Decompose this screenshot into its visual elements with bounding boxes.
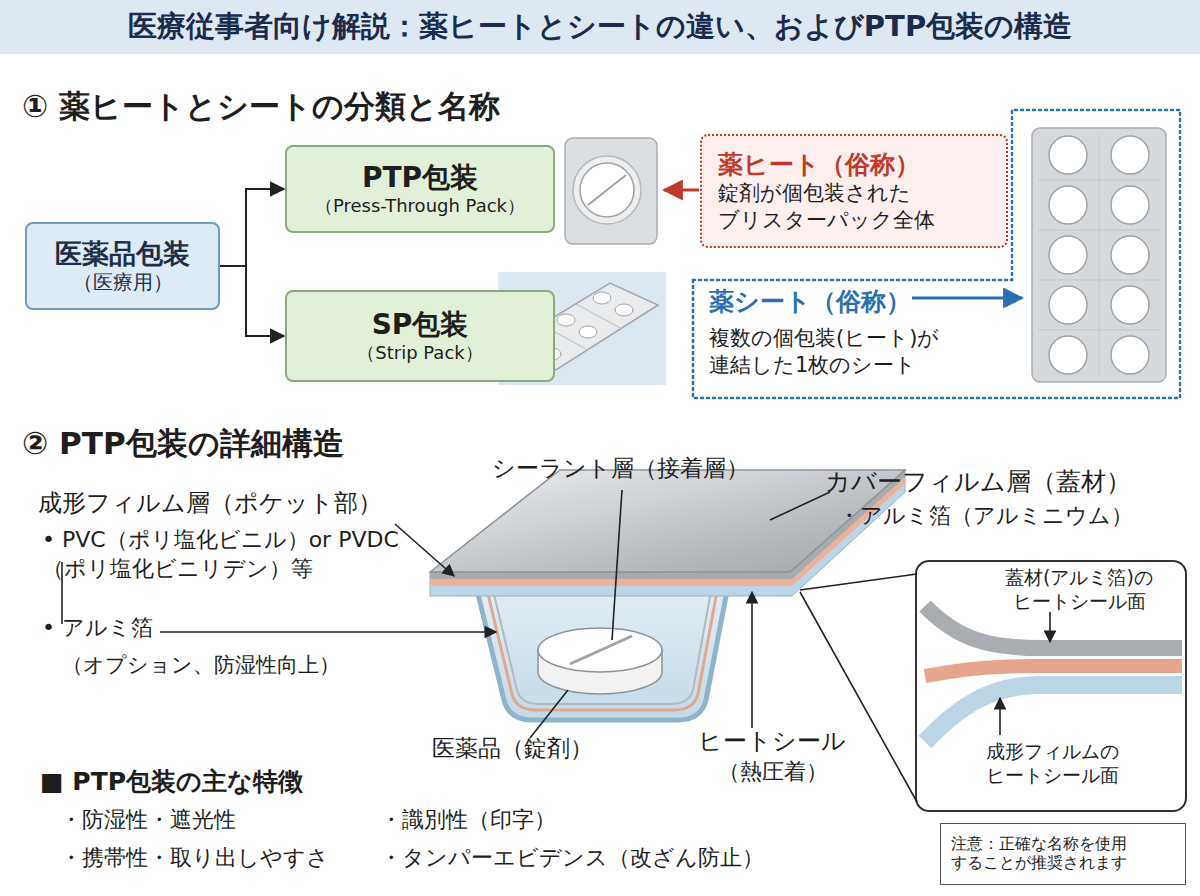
pointer-arrow (664, 189, 699, 192)
tablet (615, 304, 633, 316)
formed-film-pocket (476, 586, 728, 720)
node-heading: 注意：正確な名称を使用 することが推奨されます (951, 835, 1175, 874)
node-heading: SP包装 (372, 307, 469, 342)
text-label: ② PTP包装の詳細構造 (22, 423, 522, 463)
connector (220, 266, 284, 336)
tablet (580, 163, 634, 217)
sheet-perforation (1038, 280, 1160, 281)
sheet-image (1032, 128, 1166, 382)
tablet (557, 314, 575, 326)
node-text: （Press-Through Pack） (315, 195, 525, 218)
root-box: 医薬品包装（医療用） (25, 222, 220, 310)
sealant-layer (486, 586, 718, 710)
tablet-top (538, 628, 662, 672)
term-box: 薬シート（俗称） 複数の個包装(ヒート)が 連結した1枚のシート (693, 280, 1013, 396)
ptp-cross-section (430, 470, 905, 720)
text-label: ① 薬ヒートとシートの分類と名称 (22, 86, 722, 126)
node-text: 複数の個包装(ヒート)が 連結した1枚のシート (709, 325, 997, 378)
node-heading: 医薬品包装 (55, 237, 190, 271)
title-band: 医療従事者向け解説：薬ヒートとシートの違い、およびPTP包装の構造 (0, 0, 1200, 54)
text-label: • アルミ箔 (42, 614, 242, 643)
ptp-pocket (573, 156, 641, 224)
ptp-foil (565, 138, 657, 244)
text-label: 医薬品（錠剤） (432, 734, 652, 764)
node-heading: PTP包装 (362, 160, 478, 195)
text-label: ・防湿性・遮光性 (60, 806, 370, 835)
node-text: 成形フィルムの ヒートシール面 (947, 740, 1157, 788)
category-box: SP包装（Strip Pack） (285, 290, 555, 382)
text-label: ■ PTP包装の主な特徴 (40, 766, 460, 799)
text-label: ・アルミ箔（アルミニウム） (838, 502, 1188, 531)
sheet-perforation (1038, 230, 1160, 231)
category-box: PTP包装（Press-Through Pack） (285, 145, 555, 233)
text-label: 成形フィルム層（ポケット部） (38, 488, 418, 519)
sheet-group-outline (693, 110, 1180, 398)
pointer-arrow (912, 297, 1022, 300)
text-label: ヒートシール (698, 726, 878, 757)
note-box: 注意：正確な名称を使用 することが推奨されます (940, 823, 1186, 885)
term-box: 薬ヒート（俗称）錠剤が個包装された ブリスターパック全体 (700, 134, 1008, 248)
text-label: ・携帯性・取り出しやすさ (60, 844, 380, 873)
text-label: ・識別性（印字） (380, 806, 760, 835)
connector (220, 189, 284, 266)
ptp-image (565, 138, 657, 244)
tablet (593, 292, 611, 304)
node-heading: 薬ヒート（俗称） (718, 149, 920, 180)
text-label: （熱圧着） (718, 758, 878, 787)
sheet-perforation (1038, 180, 1160, 181)
score-line (588, 175, 626, 205)
title-text: 医療従事者向け解説：薬ヒートとシートの違い、およびPTP包装の構造 (128, 7, 1072, 47)
node-text: （Strip Pack） (357, 342, 482, 365)
text-label: シーラント層（接着層） (492, 454, 762, 484)
foil-layer (492, 586, 712, 704)
sheet-tablets (1049, 136, 1149, 374)
sheet-perforation (1099, 134, 1100, 376)
sheet-foil (1032, 128, 1166, 382)
tablet (579, 326, 597, 338)
node-text: 錠剤が個包装された ブリスターパック全体 (718, 180, 990, 233)
text-label: ・タンパーエビデンス（改ざん防止） (380, 844, 850, 873)
text-label: カバーフィルム層（蓋材） (825, 466, 1195, 499)
node-heading: 蓋材(アルミ箔)の ヒートシール面 (979, 566, 1179, 614)
edge-layer (220, 189, 284, 336)
node-text: （医療用） (73, 270, 173, 295)
sheet-perforation (1038, 330, 1160, 331)
score-line (570, 636, 632, 664)
node-heading: 薬シート（俗称） (709, 286, 911, 317)
text-label: • PVC（ポリ塩化ビニル）or PVDC（ポリ塩化ビニリデン）等 (42, 526, 412, 583)
detail-inset: 蓋材(アルミ箔)の ヒートシール面成形フィルムの ヒートシール面 (915, 560, 1187, 812)
text-label: （オプション、防湿性向上） (62, 652, 392, 679)
